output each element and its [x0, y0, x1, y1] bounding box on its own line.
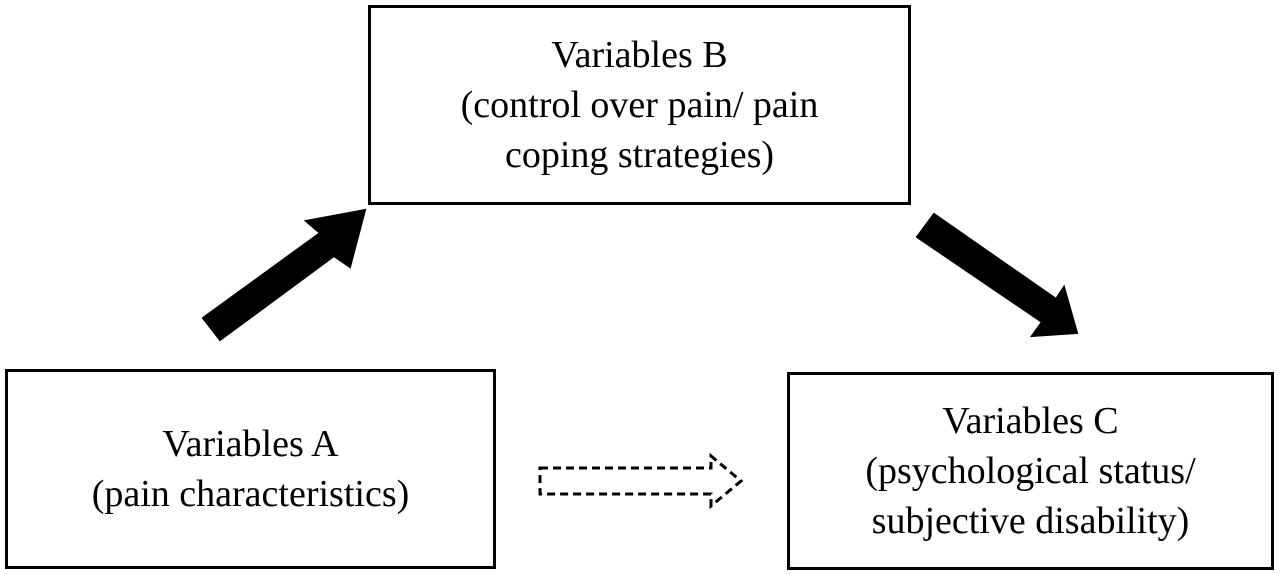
node-variables-c: Variables C (psychological status/ subje…	[787, 372, 1274, 570]
node-variables-a: Variables A (pain characteristics)	[5, 369, 496, 569]
arrow-b-to-c	[915, 212, 1079, 338]
node-a-title: Variables A	[162, 423, 339, 465]
node-b-desc-line-1: (control over pain/ pain	[460, 84, 819, 126]
node-c-title: Variables C	[942, 400, 1119, 442]
node-c-desc-line-1: (psychological status/	[865, 450, 1196, 492]
node-c-desc-line-2: subjective disability)	[871, 500, 1190, 542]
node-b-desc-line-2: coping strategies)	[504, 134, 775, 176]
node-variables-b: Variables B (control over pain/ pain cop…	[368, 5, 911, 205]
node-b-title: Variables B	[551, 34, 728, 76]
node-a-desc-line-1: (pain characteristics)	[91, 473, 410, 515]
arrow-a-to-b	[201, 208, 367, 342]
arrow-a-to-c-dashed	[538, 452, 744, 510]
